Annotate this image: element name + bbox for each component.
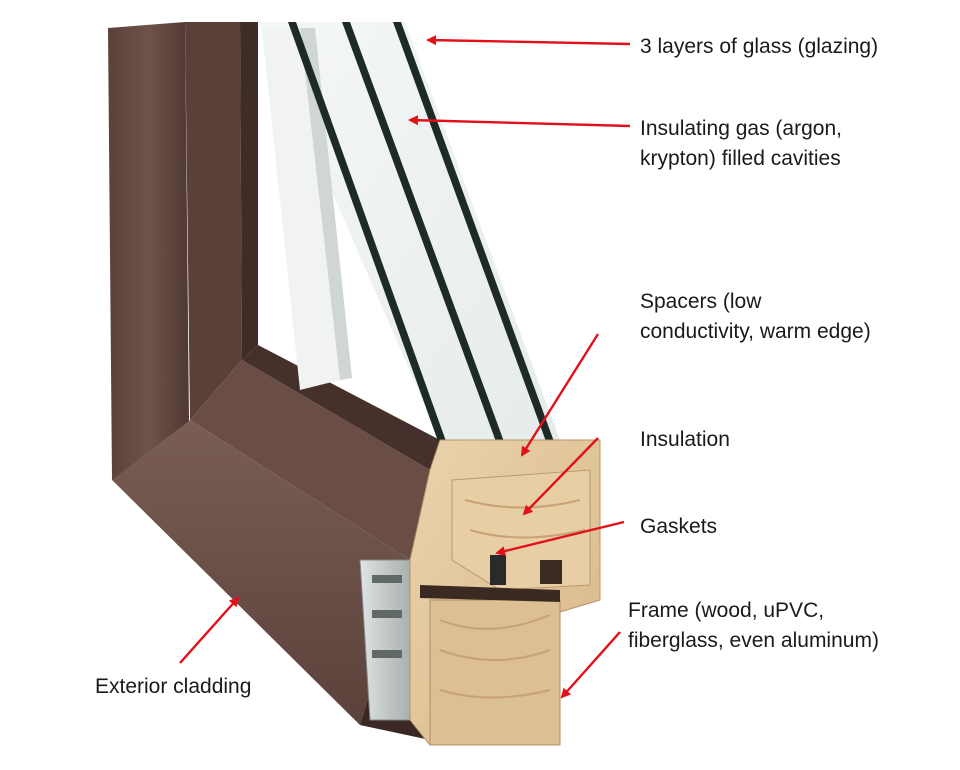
label-frame-line-1: Frame (wood, uPVC,	[628, 599, 825, 622]
arrow-cladding	[179, 596, 240, 664]
label-gas-line-2: krypton) filled cavities	[640, 146, 841, 170]
label-insulation-line-1: Insulation	[640, 428, 730, 451]
label-cladding-line-1: Exterior cladding	[95, 675, 252, 698]
frame-stile-outer	[108, 22, 190, 520]
glass-layer-3	[393, 22, 560, 458]
arrow-spacers	[520, 333, 600, 457]
label-gas-line-1: Insulating gas (argon,	[640, 117, 842, 140]
label-frame: Frame (wood, uPVC, fiberglass, even alum…	[628, 596, 879, 656]
label-glazing: 3 layers of glass (glazing)	[640, 32, 878, 62]
label-glazing-line-1: 3 layers of glass (glazing)	[640, 35, 879, 58]
glass-layer-1	[288, 22, 452, 458]
label-spacers-line-1: Spacers (low	[640, 290, 762, 313]
gasket	[490, 555, 506, 585]
label-gas: Insulating gas (argon, krypton) filled c…	[640, 114, 842, 174]
glass-layer-2	[342, 22, 510, 458]
label-cladding: Exterior cladding	[95, 672, 251, 702]
arrow-frame	[560, 631, 621, 699]
label-frame-line-2: fiberglass, even aluminum)	[628, 628, 879, 652]
arrow-gas	[408, 115, 631, 128]
label-spacers-line-2: conductivity, warm edge)	[640, 319, 871, 343]
frame-stile-inner	[185, 22, 242, 420]
label-insulation: Insulation	[640, 425, 730, 455]
label-gaskets-line-1: Gaskets	[640, 515, 718, 538]
arrow-insulation	[522, 437, 599, 516]
glass-pane	[258, 22, 560, 440]
label-spacers: Spacers (low conductivity, warm edge)	[640, 287, 871, 347]
annotation-arrows	[179, 35, 631, 699]
arrow-glazing	[426, 35, 631, 46]
arrow-gaskets	[495, 520, 625, 556]
frame-rail-bottom	[112, 420, 410, 725]
label-gaskets: Gaskets	[640, 512, 717, 542]
